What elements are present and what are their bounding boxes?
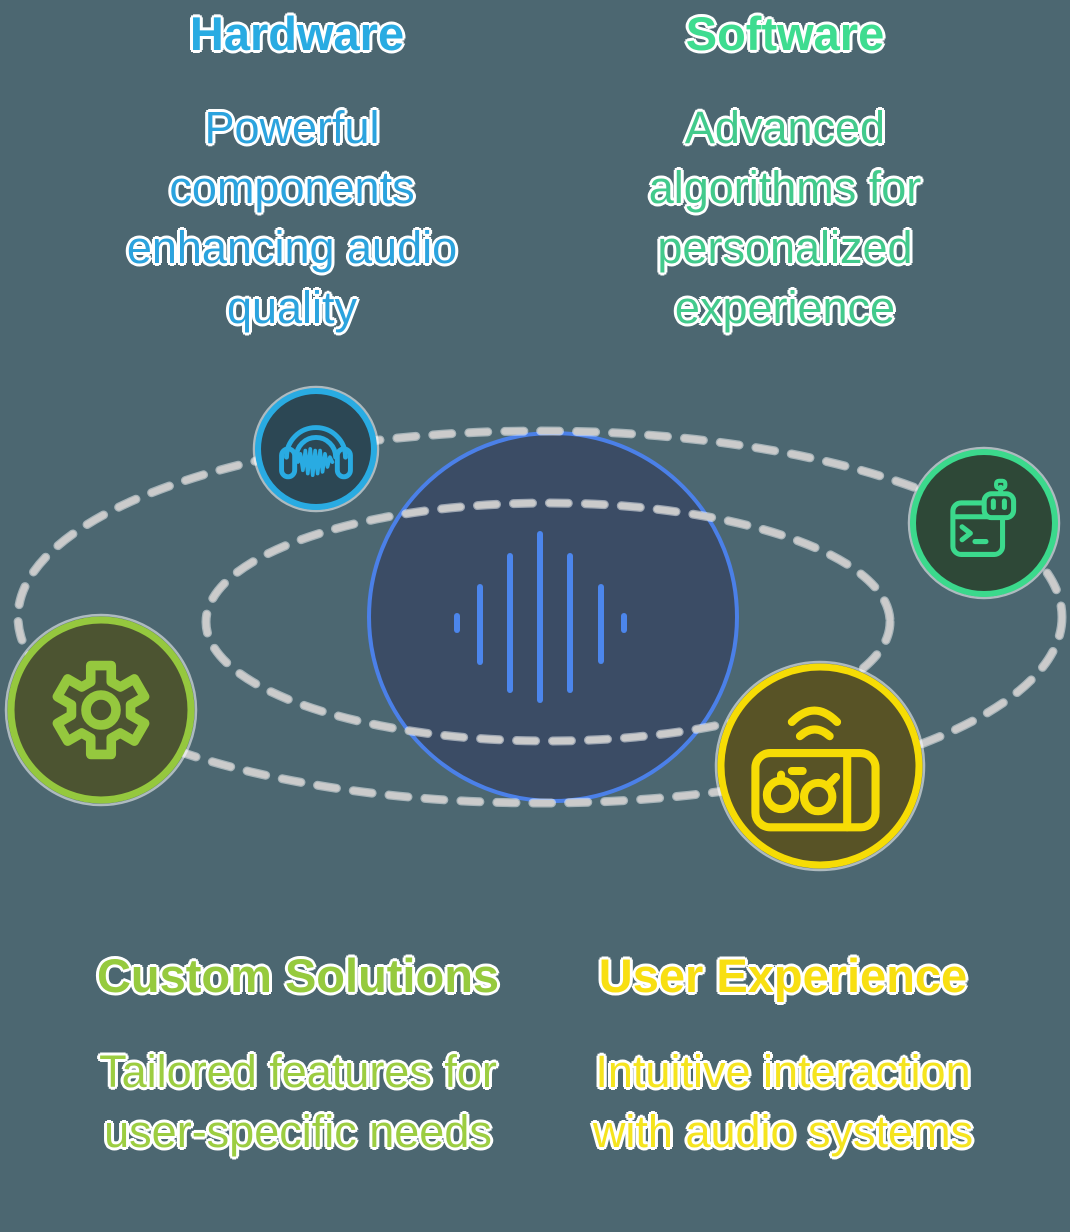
software-description: Advanced algorithms for personalized exp… [648,102,922,333]
audio-waveform-icon [454,531,627,703]
hardware-description: Powerful components enhancing audio qual… [126,102,458,333]
hardware-satellite [252,385,380,513]
software-title: Software [685,7,885,60]
hardware-title: Hardware [189,7,405,60]
headphones-icon [279,425,353,480]
software-satellite [907,446,1061,600]
orbit-outer [14,427,1066,807]
speaker-icon [751,706,880,832]
custom-solutions-description: Tailored features for user-specific need… [99,1046,497,1157]
center-audio-circle [367,431,739,803]
gear-icon [52,660,150,760]
robot-terminal-icon [950,478,1017,557]
user-experience-title: User Experience [598,949,968,1002]
orbit-inner [202,499,894,745]
user-experience-description: Intuitive interaction with audio systems [592,1046,974,1157]
user-experience-satellite [714,660,926,872]
center-circle [367,431,739,803]
custom-solutions-satellite [4,613,198,807]
orbit-paths [13,426,1067,808]
custom-solutions-title: Custom Solutions [96,949,500,1002]
